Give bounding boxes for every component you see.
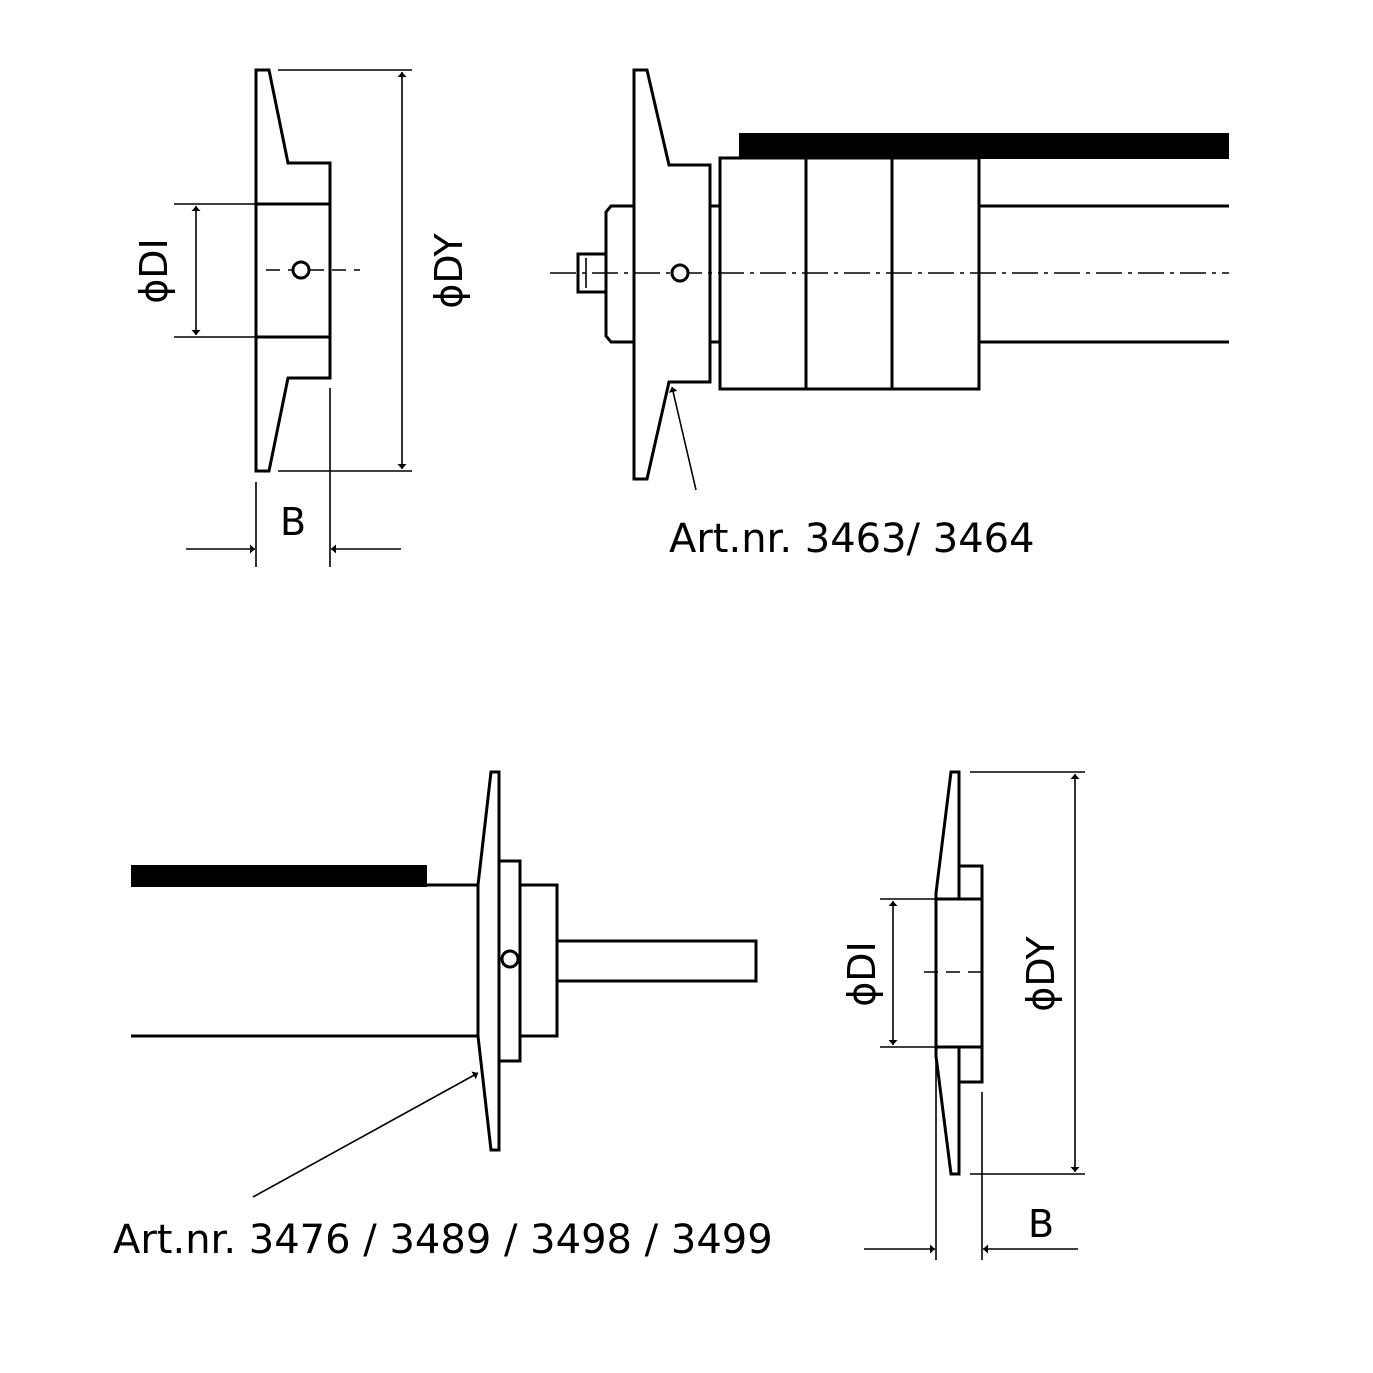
pivot-hole xyxy=(670,263,690,283)
valve-flange-outline xyxy=(476,770,501,1152)
part-number-label: Art.nr. 3463/ 3464 xyxy=(669,516,1035,562)
dy-label: ϕDY xyxy=(427,232,471,308)
valve-body xyxy=(518,883,559,1038)
part-leader xyxy=(252,1071,479,1198)
view-top-left: ϕDI ϕDY B xyxy=(132,68,471,567)
insulation-strip xyxy=(739,133,1229,159)
valve-flange-outline xyxy=(934,770,984,1176)
b-label: B xyxy=(1028,1202,1054,1246)
back-plate xyxy=(604,204,634,344)
pivot-hole xyxy=(500,949,520,969)
view-bottom-left: Art.nr. 3476 / 3489 / 3498 / 3499 xyxy=(113,770,773,1263)
insulation-strip xyxy=(131,865,427,887)
dy-label: ϕDY xyxy=(1019,935,1063,1011)
coupling-neck xyxy=(710,204,720,344)
valve-flange-outline xyxy=(254,68,332,473)
di-label: ϕDI xyxy=(840,941,884,1007)
view-top-right: Art.nr. 3463/ 3464 xyxy=(550,68,1229,562)
di-label: ϕDI xyxy=(132,238,176,304)
b-label: B xyxy=(280,500,306,544)
valve-flange-outline xyxy=(632,68,712,481)
pivot-hole xyxy=(291,260,311,280)
part-number-label: Art.nr. 3476 / 3489 / 3498 / 3499 xyxy=(113,1217,773,1263)
part-leader xyxy=(668,386,697,491)
valve-stem xyxy=(555,939,758,983)
view-bottom-right: ϕDI ϕDY B xyxy=(840,770,1085,1260)
